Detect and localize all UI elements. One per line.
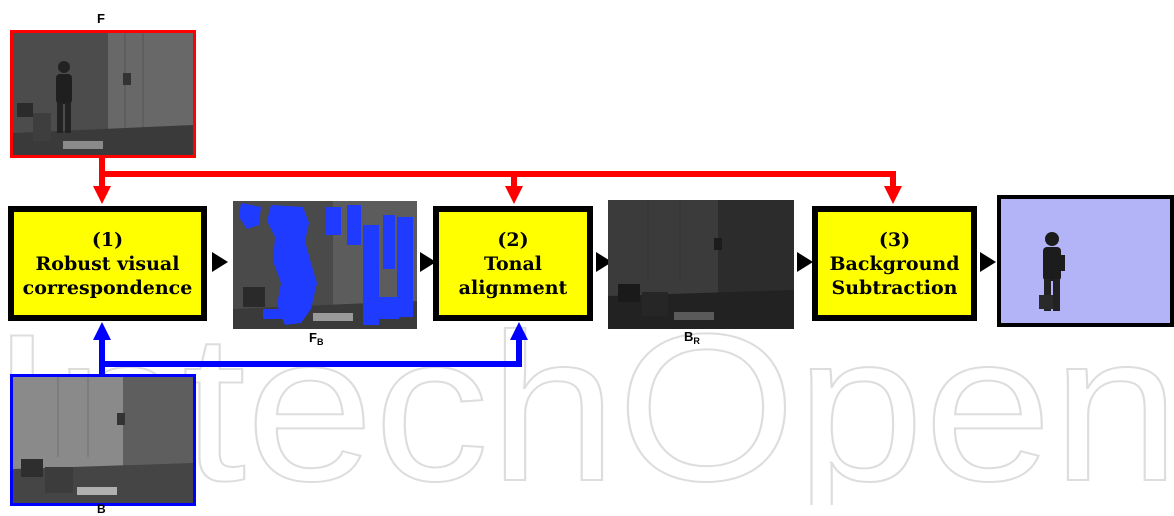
br-label-subscript: R <box>693 336 700 346</box>
background-frame-image <box>10 374 196 506</box>
br-intermediate-image <box>608 200 794 329</box>
step-1-number: (1) <box>91 228 124 251</box>
step-3-number: (3) <box>878 228 911 251</box>
step-robust-visual-correspondence: (1) Robust visual correspondence <box>8 206 207 321</box>
flow-arrows <box>212 252 996 272</box>
foreground-frame-image <box>10 30 196 158</box>
fb-label-subscript: B <box>316 337 324 347</box>
fb-intermediate-image <box>233 201 417 329</box>
result-foreground-mask <box>997 195 1174 327</box>
step-3-title-line-1: Background <box>829 252 960 275</box>
flow-arrow-1 <box>212 252 228 272</box>
fb-label: FB <box>309 330 323 347</box>
foreground-connectors <box>99 158 896 188</box>
step-2-title-line-1: Tonal <box>484 252 542 275</box>
step-1-title-line-1: Robust visual <box>35 252 180 275</box>
background-label: B <box>97 502 106 516</box>
flow-arrow-2 <box>420 252 436 272</box>
step-background-subtraction: (3) Background Subtraction <box>812 206 977 321</box>
step-2-number: (2) <box>497 228 529 251</box>
foreground-label: F <box>97 11 105 26</box>
b-to-step1-arrowhead <box>93 322 111 340</box>
flow-arrow-5 <box>980 252 996 272</box>
flow-arrow-3 <box>596 252 612 272</box>
step-2-title-line-2: alignment <box>458 276 568 299</box>
b-to-step2-arrowhead <box>510 322 528 340</box>
f-to-step2-arrowhead <box>505 186 523 204</box>
fb-label-main: F <box>309 330 317 345</box>
f-to-step1-arrowhead <box>93 186 111 204</box>
flow-arrow-4 <box>797 252 813 272</box>
br-label: BR <box>684 329 700 346</box>
step-3-title-line-2: Subtraction <box>831 276 958 299</box>
f-to-step3-arrowhead <box>884 186 902 204</box>
step-tonal-alignment: (2) Tonal alignment <box>433 206 593 321</box>
step-1-title-line-2: correspondence <box>22 276 193 299</box>
br-label-main: B <box>684 329 694 344</box>
